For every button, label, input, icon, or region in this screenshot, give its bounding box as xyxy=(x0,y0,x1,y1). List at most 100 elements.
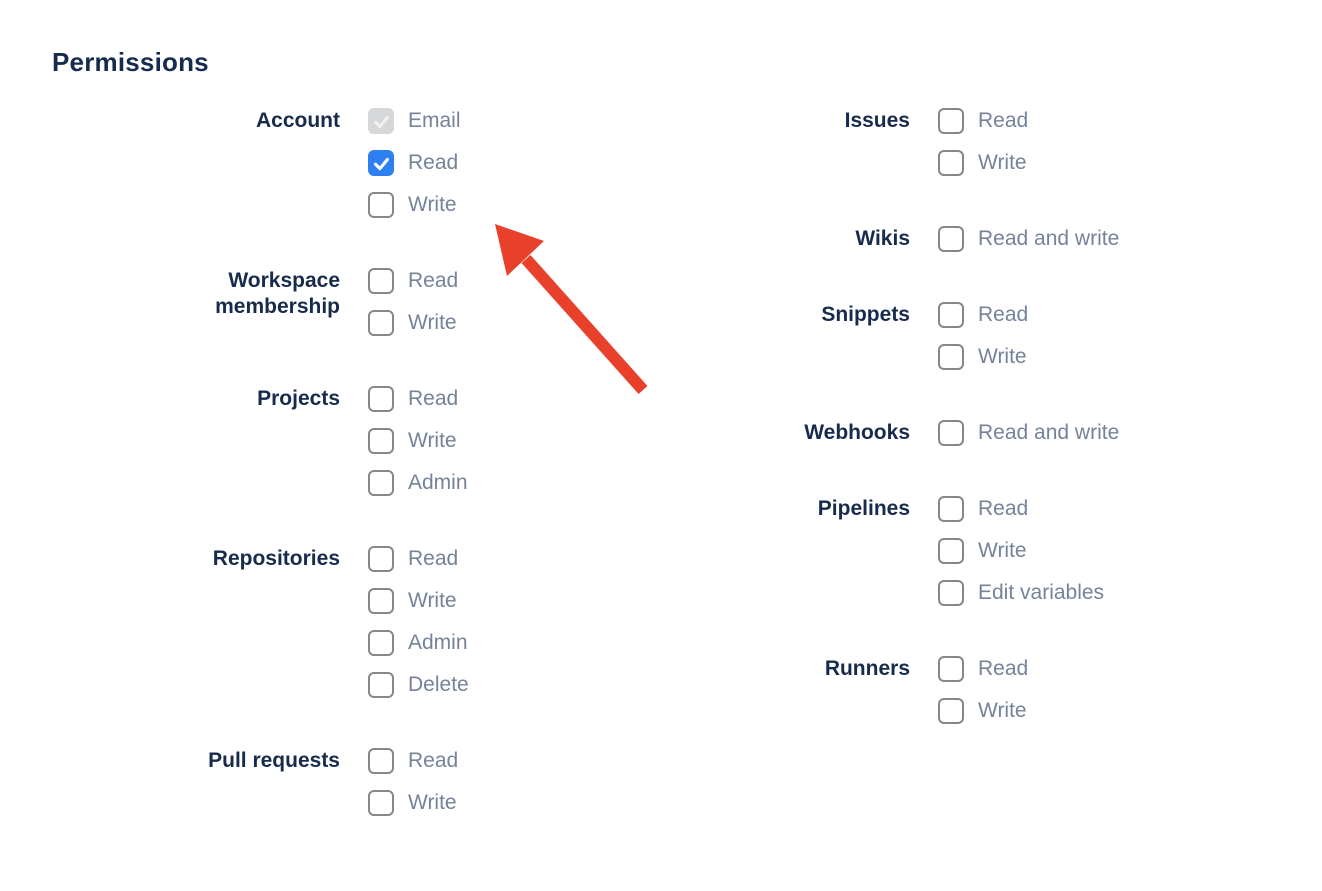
option-row-pipelines-read[interactable]: Read xyxy=(938,496,1104,522)
repositories-admin-checkbox[interactable] xyxy=(368,630,394,656)
group-label-pull-requests: Pull requests xyxy=(0,748,340,774)
issues-read-checkbox[interactable] xyxy=(938,108,964,134)
option-row-workspace-membership-write[interactable]: Write xyxy=(368,310,458,336)
option-label-pipelines-read[interactable]: Read xyxy=(978,497,1029,520)
option-row-projects-admin[interactable]: Admin xyxy=(368,470,468,496)
permission-group-webhooks: Webhooks Read and write xyxy=(710,420,1322,462)
option-label-issues-write[interactable]: Write xyxy=(978,151,1027,174)
group-label-text: Webhooks xyxy=(804,421,910,444)
option-row-repositories-write[interactable]: Write xyxy=(368,588,469,614)
option-row-wikis-read-and-write[interactable]: Read and write xyxy=(938,226,1119,252)
option-label-workspace-membership-write[interactable]: Write xyxy=(408,311,457,334)
option-label-issues-read[interactable]: Read xyxy=(978,109,1029,132)
account-write-checkbox[interactable] xyxy=(368,192,394,218)
option-label-projects-read[interactable]: Read xyxy=(408,387,459,410)
group-label-text: Snippets xyxy=(821,303,910,326)
option-label-runners-read[interactable]: Read xyxy=(978,657,1029,680)
option-label-account-read[interactable]: Read xyxy=(408,151,459,174)
option-label-pull-requests-read[interactable]: Read xyxy=(408,749,459,772)
option-label-runners-write[interactable]: Write xyxy=(978,699,1027,722)
option-label-repositories-delete[interactable]: Delete xyxy=(408,673,469,696)
option-row-snippets-read[interactable]: Read xyxy=(938,302,1028,328)
option-row-runners-write[interactable]: Write xyxy=(938,698,1028,724)
option-label-projects-write[interactable]: Write xyxy=(408,429,457,452)
option-row-repositories-admin[interactable]: Admin xyxy=(368,630,469,656)
option-row-projects-read[interactable]: Read xyxy=(368,386,468,412)
option-label-snippets-read[interactable]: Read xyxy=(978,303,1029,326)
repositories-delete-checkbox[interactable] xyxy=(368,672,394,698)
group-label-account: Account xyxy=(0,108,340,134)
option-label-projects-admin[interactable]: Admin xyxy=(408,471,468,494)
wikis-read-and-write-checkbox[interactable] xyxy=(938,226,964,252)
runners-read-checkbox[interactable] xyxy=(938,656,964,682)
option-label-account-write[interactable]: Write xyxy=(408,193,457,216)
pipelines-edit-variables-checkbox[interactable] xyxy=(938,580,964,606)
option-row-pipelines-write[interactable]: Write xyxy=(938,538,1104,564)
option-label-pipelines-edit-variables[interactable]: Edit variables xyxy=(978,581,1105,604)
option-row-repositories-read[interactable]: Read xyxy=(368,546,469,572)
option-row-pull-requests-read[interactable]: Read xyxy=(368,748,458,774)
check-icon xyxy=(373,115,389,128)
option-row-account-email[interactable]: Email xyxy=(368,108,461,134)
option-label-wikis-read-and-write[interactable]: Read and write xyxy=(978,227,1120,250)
option-label-pipelines-write[interactable]: Write xyxy=(978,539,1027,562)
repositories-write-checkbox[interactable] xyxy=(368,588,394,614)
workspace-membership-read-checkbox[interactable] xyxy=(368,268,394,294)
option-label-snippets-write[interactable]: Write xyxy=(978,345,1027,368)
projects-write-checkbox[interactable] xyxy=(368,428,394,454)
group-label-projects: Projects xyxy=(0,386,340,412)
pull-requests-read-checkbox[interactable] xyxy=(368,748,394,774)
option-row-issues-write[interactable]: Write xyxy=(938,150,1028,176)
option-row-pull-requests-write[interactable]: Write xyxy=(368,790,458,816)
option-row-account-write[interactable]: Write xyxy=(368,192,461,218)
group-label-snippets: Snippets xyxy=(710,302,910,328)
option-row-pipelines-edit-variables[interactable]: Edit variables xyxy=(938,580,1104,606)
group-label-text: Runners xyxy=(824,657,910,680)
projects-read-checkbox[interactable] xyxy=(368,386,394,412)
option-row-account-read[interactable]: Read xyxy=(368,150,461,176)
projects-admin-checkbox[interactable] xyxy=(368,470,394,496)
option-label-repositories-admin[interactable]: Admin xyxy=(408,631,468,654)
option-label-pull-requests-write[interactable]: Write xyxy=(408,791,457,814)
snippets-read-checkbox[interactable] xyxy=(938,302,964,328)
issues-write-checkbox[interactable] xyxy=(938,150,964,176)
group-label-text: Account xyxy=(256,109,340,132)
option-label-workspace-membership-read[interactable]: Read xyxy=(408,269,459,292)
runners-write-checkbox[interactable] xyxy=(938,698,964,724)
option-label-webhooks-read-and-write[interactable]: Read and write xyxy=(978,421,1120,444)
workspace-membership-write-checkbox[interactable] xyxy=(368,310,394,336)
option-label-repositories-read[interactable]: Read xyxy=(408,547,459,570)
repositories-read-checkbox[interactable] xyxy=(368,546,394,572)
group-options-webhooks: Read and write xyxy=(938,420,1119,462)
group-label-text: Repositories xyxy=(212,547,340,570)
option-row-projects-write[interactable]: Write xyxy=(368,428,468,454)
option-label-account-email[interactable]: Email xyxy=(408,109,461,132)
pipelines-read-checkbox[interactable] xyxy=(938,496,964,522)
group-label-webhooks: Webhooks xyxy=(710,420,910,446)
group-label-text: Pull requests xyxy=(208,749,340,772)
permission-group-wikis: Wikis Read and write xyxy=(710,226,1322,268)
webhooks-read-and-write-checkbox[interactable] xyxy=(938,420,964,446)
pull-requests-write-checkbox[interactable] xyxy=(368,790,394,816)
option-row-workspace-membership-read[interactable]: Read xyxy=(368,268,458,294)
option-label-repositories-write[interactable]: Write xyxy=(408,589,457,612)
option-row-webhooks-read-and-write[interactable]: Read and write xyxy=(938,420,1119,446)
check-icon xyxy=(373,157,389,170)
snippets-write-checkbox[interactable] xyxy=(938,344,964,370)
account-email-checkbox xyxy=(368,108,394,134)
option-row-issues-read[interactable]: Read xyxy=(938,108,1028,134)
group-label-wikis: Wikis xyxy=(710,226,910,252)
pipelines-write-checkbox[interactable] xyxy=(938,538,964,564)
account-read-checkbox[interactable] xyxy=(368,150,394,176)
option-row-repositories-delete[interactable]: Delete xyxy=(368,672,469,698)
option-row-snippets-write[interactable]: Write xyxy=(938,344,1028,370)
option-row-runners-read[interactable]: Read xyxy=(938,656,1028,682)
